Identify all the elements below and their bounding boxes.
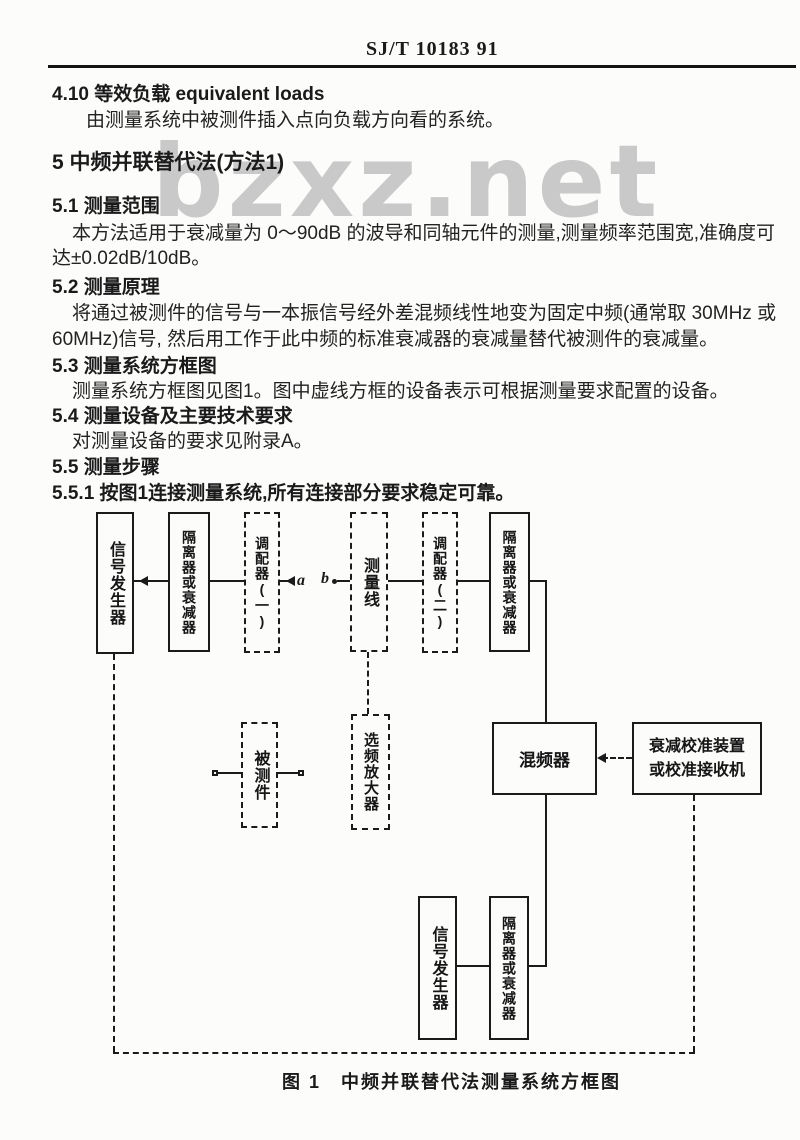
block-isolator-top-right: 隔离器或衰减器 [489,512,530,652]
wire-dut-left [218,772,241,774]
block-selective-amplifier: 选频放大器 [351,714,390,830]
wire-dashed-left [113,654,115,1052]
dut-left-terminal [212,770,218,776]
wire-siggen-to-isolator [134,580,168,582]
arrowhead-to-mixer-icon [597,753,606,763]
wire-isolator-right-stub [530,580,547,582]
heading-5-3: 5.3 测量系统方框图 [52,356,217,377]
heading-5-4: 5.4 测量设备及主要技术要求 [52,406,293,427]
heading-5-5-1: 5.5.1 按图1连接测量系统,所有连接部分要求稳定可靠。 [52,483,515,504]
point-a-label: a [297,572,305,589]
arrowhead-point-a-icon [286,576,295,586]
para-5-4: 对测量设备的要求见附录A。 [72,431,313,452]
wire-bottom-isolator-stub [529,965,547,967]
para-4-10: 由测量系统中被测件插入点向负载方向看的系统。 [86,110,505,131]
block-calibration-receiver: 衰减校准装置 或校准接收机 [632,722,762,795]
para-5-2-line2: 60MHz)信号, 然后用工作于此中频的标准衰减器的衰减量替代被测件的衰减量。 [52,329,719,350]
heading-5-5: 5.5 测量步骤 [52,457,160,478]
wire-down-to-mixer [545,580,547,722]
wire-isolator-to-tuner1 [210,580,244,582]
block-measuring-line: 测量线 [350,512,388,652]
block-signal-generator-bottom: 信号发生器 [418,896,457,1040]
watermark: bzxz.net [152,123,662,240]
figure-caption: 图 1 中频并联替代法测量系统方框图 [282,1072,622,1092]
wire-measline-to-tuner2 [388,580,422,582]
para-5-2-line1: 将通过被测件的信号与一本振信号经外差混频线性地变为固定中频(通常取 30MHz … [72,303,777,324]
block-isolator-top-left: 隔离器或衰减器 [168,512,210,652]
wire-tuner1-stub [280,580,290,582]
block-tuner-2: 调配器(二) [422,512,458,653]
calibration-receiver-line1: 衰减校准装置 [648,738,745,756]
heading-4-10: 4.10 等效负载 equivalent loads [52,84,325,105]
para-5-1-line2: 达±0.02dB/10dB。 [52,248,211,269]
wire-dashed-right [693,795,695,1052]
arrowhead-left-icon [139,576,148,586]
wire-b-to-measline [337,580,350,582]
wire-mixer-to-calibrator [602,757,632,759]
calibration-receiver-line2: 或校准接收机 [648,761,745,779]
dut-right-terminal [298,770,304,776]
wire-measline-to-amplifier [367,652,369,714]
page-header: SJ/T 10183 91 [366,38,499,60]
heading-5-1: 5.1 测量范围 [52,196,160,217]
point-b-label: b [321,570,329,587]
header-rule [48,65,796,68]
heading-5-2: 5.2 测量原理 [52,277,160,298]
block-dut: 被测件 [241,722,278,828]
block-isolator-bottom: 隔离器或衰减器 [489,896,529,1040]
heading-5: 5 中频并联替代法(方法1) [52,151,285,174]
wire-mixer-to-bottom [545,795,547,967]
para-5-3: 测量系统方框图见图1。图中虚线方框的设备表示可根据测量要求配置的设备。 [72,381,729,402]
wire-tuner2-to-isolator [458,580,489,582]
block-mixer: 混频器 [492,722,597,795]
point-b-dot [332,579,337,584]
block-signal-generator-top: 信号发生器 [96,512,134,654]
wire-bottom-siggen-to-isolator [457,965,489,967]
wire-dashed-bottom [113,1052,695,1054]
para-5-1-line1: 本方法适用于衰减量为 0～90dB 的波导和同轴元件的测量,测量频率范围宽,准确… [72,223,776,244]
wire-dut-right [278,772,300,774]
block-tuner-1: 调配器(一) [244,512,280,653]
